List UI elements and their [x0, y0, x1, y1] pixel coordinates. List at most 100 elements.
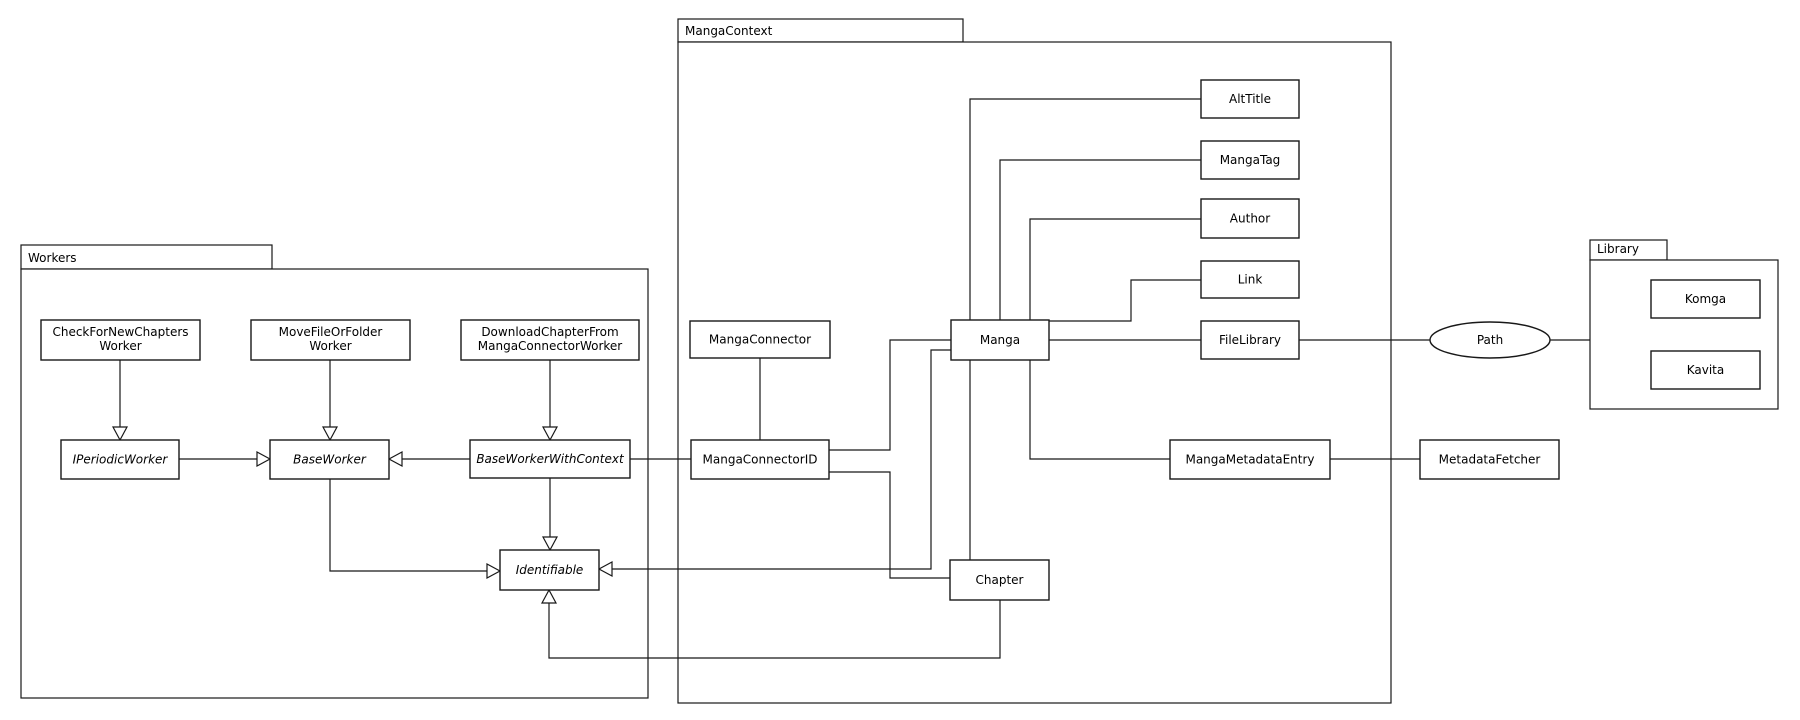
node-label: MangaConnector [709, 333, 811, 347]
edge-downloadchapterworker-to-baseworkerwithcontext [541, 360, 559, 442]
package-label-workers: Workers [28, 251, 77, 265]
generalization-arrowhead-icon [597, 560, 613, 578]
node-label: Author [1230, 212, 1270, 226]
node-box [460, 319, 640, 361]
package-label-library: Library [1597, 242, 1639, 256]
node-label: MoveFileOrFolder [279, 325, 383, 339]
edge-manga-to-identifiable [597, 349, 951, 578]
generalization-arrowhead-icon [111, 426, 129, 442]
node-box [499, 549, 600, 591]
node-label: MangaConnectorID [703, 453, 818, 467]
edge-line [829, 471, 950, 579]
ellipse-shape [1429, 321, 1551, 359]
edge-manga-to-mangametadataentry [1029, 360, 1170, 460]
node-box [1650, 279, 1761, 319]
generalization-arrowhead-icon [256, 450, 272, 468]
node-box [60, 439, 180, 480]
node-box [1200, 260, 1300, 299]
node-label: Chapter [976, 573, 1024, 587]
node-metadata-fetcher: MetadataFetcher [1419, 439, 1560, 480]
node-label: Kavita [1687, 363, 1725, 377]
node-chapter: Chapter [949, 559, 1050, 601]
package-label-manga-context: MangaContext [685, 24, 773, 38]
edge-line [612, 349, 951, 570]
edge-manga-to-author [1029, 218, 1201, 320]
node-box [269, 439, 390, 480]
node-box [1200, 140, 1300, 180]
node-label: CheckForNewChapters [52, 325, 188, 339]
node-manga: Manga [950, 319, 1050, 361]
generalization-arrowhead-icon [321, 426, 339, 442]
node-box [250, 319, 411, 361]
node-box [1200, 198, 1300, 239]
node-label: Worker [309, 339, 351, 353]
edge-line [548, 600, 1001, 659]
node-kavita: Kavita [1650, 350, 1761, 390]
edge-movefileorfolderworker-to-baseworker [321, 360, 339, 442]
edge-line [999, 159, 1201, 320]
node-label: Manga [980, 333, 1020, 347]
node-box [1169, 439, 1331, 480]
node-identifiable: Identifiable [499, 549, 600, 591]
node-box [469, 439, 631, 479]
generalization-arrowhead-icon [541, 426, 559, 442]
edge-line [1029, 360, 1170, 460]
node-label: FileLibrary [1219, 333, 1281, 347]
node-box [40, 319, 201, 361]
node-box [1650, 350, 1761, 390]
edge-manga-to-mangatag [999, 159, 1201, 320]
edge-baseworker-to-identifiable [329, 479, 502, 580]
node-alt-title: AltTitle [1200, 79, 1300, 119]
node-label: BaseWorker [293, 453, 367, 467]
node-label: Komga [1685, 292, 1726, 306]
node-label: MangaMetadataEntry [1185, 453, 1314, 467]
edge-manga-to-link [1049, 279, 1201, 322]
node-iperiodic-worker: IPeriodicWorker [60, 439, 180, 480]
node-author: Author [1200, 198, 1300, 239]
edge-iperiodicworker-to-baseworker [179, 450, 272, 468]
node-manga-metadata-entry: MangaMetadataEntry [1169, 439, 1331, 480]
edge-baseworkerwithcontext-to-identifiable [541, 478, 559, 552]
ellipse-label: Path [1477, 333, 1503, 347]
node-link: Link [1200, 260, 1300, 299]
edge-line [1049, 279, 1201, 322]
edge-chapter-to-identifiable [540, 588, 1001, 659]
edge-mangaconnectorid-to-manga [829, 339, 951, 451]
node-label: Worker [99, 339, 141, 353]
edge-checkfornewchaptersworker-to-iperiodicworker [111, 360, 129, 442]
generalization-arrowhead-icon [541, 536, 559, 552]
node-manga-tag: MangaTag [1200, 140, 1300, 180]
node-file-library: FileLibrary [1200, 320, 1300, 360]
node-label: Link [1238, 273, 1263, 287]
edge-line [969, 98, 1201, 320]
package-tab [20, 244, 273, 270]
node-komga: Komga [1650, 279, 1761, 319]
node-box [1419, 439, 1560, 480]
node-box [949, 559, 1050, 601]
node-base-worker: BaseWorker [269, 439, 390, 480]
edge-mangaconnectorid-to-chapter [829, 471, 950, 579]
node-label: DownloadChapterFrom [481, 325, 618, 339]
edge-line [329, 479, 487, 572]
node-box [1200, 79, 1300, 119]
edge-line [1029, 218, 1201, 320]
node-label: Identifiable [516, 563, 584, 577]
generalization-arrowhead-icon [387, 450, 403, 468]
edge-baseworkerwithcontext-to-baseworker [387, 450, 470, 468]
node-label: BaseWorkerWithContext [476, 452, 625, 466]
node-manga-connector-id: MangaConnectorID [690, 439, 830, 480]
node-box [950, 319, 1050, 361]
node-label: IPeriodicWorker [73, 453, 169, 467]
generalization-arrowhead-icon [540, 588, 558, 604]
node-label: MetadataFetcher [1439, 453, 1541, 467]
node-label: AltTitle [1229, 92, 1271, 106]
generalization-arrowhead-icon [486, 562, 502, 580]
node-box [690, 439, 830, 480]
node-label: MangaTag [1220, 153, 1281, 167]
node-manga-connector: MangaConnector [689, 320, 831, 359]
node-label: MangaConnectorWorker [478, 339, 623, 353]
